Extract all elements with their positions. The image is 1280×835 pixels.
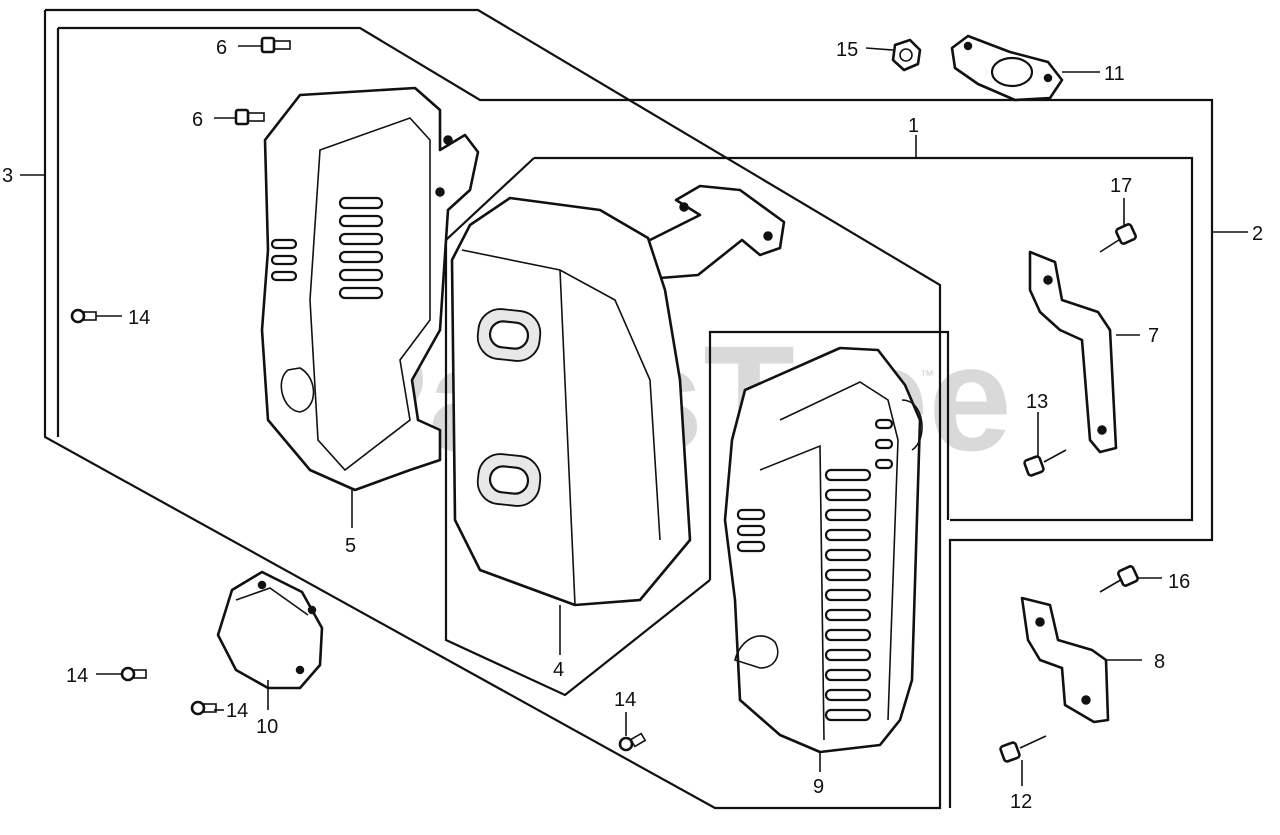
part-8-bracket	[1020, 596, 1142, 724]
callout-6: 6	[216, 37, 227, 59]
screw-14-bottom-left	[96, 666, 147, 682]
muffler-flange-hole-1	[679, 202, 689, 212]
protector-slots	[270, 196, 384, 300]
outline-1-b	[444, 157, 711, 697]
protector-rim	[309, 117, 431, 472]
bolt-12	[999, 735, 1047, 786]
shield-cutout	[734, 635, 779, 669]
cover-body	[216, 570, 324, 690]
callout-3: 3	[2, 165, 13, 187]
bracket-7	[1028, 250, 1118, 454]
part-10-cover	[216, 570, 324, 710]
callout-10: 10	[256, 716, 278, 738]
bolt-6-top	[238, 36, 291, 54]
muffler-pipe	[638, 184, 786, 280]
shield-edge	[779, 381, 899, 721]
bolt-13	[1023, 412, 1067, 477]
screw-14-cover	[190, 700, 224, 716]
callout-4: 4	[553, 659, 564, 681]
protector-hole-1	[443, 135, 453, 145]
outline-9	[708, 330, 950, 580]
bolt-6-lower	[214, 108, 265, 126]
protector-hole-2	[435, 187, 445, 197]
callout-14-cover: 14	[226, 700, 248, 722]
cover-rim	[235, 587, 309, 616]
bolt-17	[1099, 198, 1137, 253]
assembly-outlines	[20, 8, 1248, 810]
callout-11: 11	[1104, 63, 1125, 85]
muffler-seam	[461, 249, 661, 541]
callout-8: 8	[1154, 651, 1165, 673]
callout-14-bottom: 14	[66, 665, 88, 687]
part-15-nut	[865, 38, 922, 72]
callout-2: 2	[1252, 223, 1263, 245]
callout-13: 13	[1026, 391, 1048, 413]
callout-labels: 1 2 3 4 5 6 6 7 8 9 10 11 12 13 14 14 14…	[2, 37, 1263, 813]
shield-tab	[901, 399, 923, 451]
leader-15	[865, 47, 894, 51]
bracket-8	[1020, 596, 1110, 724]
part-9-shield	[723, 346, 923, 772]
shield-side	[759, 444, 825, 741]
outline-3	[43, 8, 942, 810]
part-7-bracket	[1028, 250, 1140, 454]
muffler-body	[450, 196, 692, 607]
callout-17: 17	[1110, 175, 1132, 197]
muffler-seam-2	[559, 269, 576, 606]
fasteners	[70, 36, 1162, 786]
callout-12: 12	[1010, 791, 1032, 813]
callout-7: 7	[1148, 325, 1159, 347]
screw-14-left	[70, 308, 122, 324]
callout-1: 1	[908, 115, 919, 137]
screw-14-shield	[618, 712, 647, 752]
part-11-gasket	[950, 34, 1100, 102]
callout-14-shield: 14	[614, 689, 636, 711]
callout-9: 9	[813, 776, 824, 798]
callout-15: 15	[836, 39, 858, 61]
callout-14-left: 14	[128, 307, 150, 329]
callout-6-lower: 6	[192, 109, 203, 131]
shield-body	[723, 346, 922, 754]
shield-slots	[736, 418, 894, 722]
outline-1	[534, 156, 1194, 522]
outline-2	[58, 26, 1214, 808]
muffler-flange-hole-2	[763, 231, 773, 241]
bolt-16	[1099, 565, 1162, 593]
callout-5: 5	[345, 535, 356, 557]
part-4-muffler	[450, 184, 786, 655]
protector-cutout	[280, 367, 315, 413]
callout-16: 16	[1168, 571, 1190, 593]
part-5-protector	[260, 86, 480, 528]
watermark-trademark: ™	[920, 367, 934, 383]
